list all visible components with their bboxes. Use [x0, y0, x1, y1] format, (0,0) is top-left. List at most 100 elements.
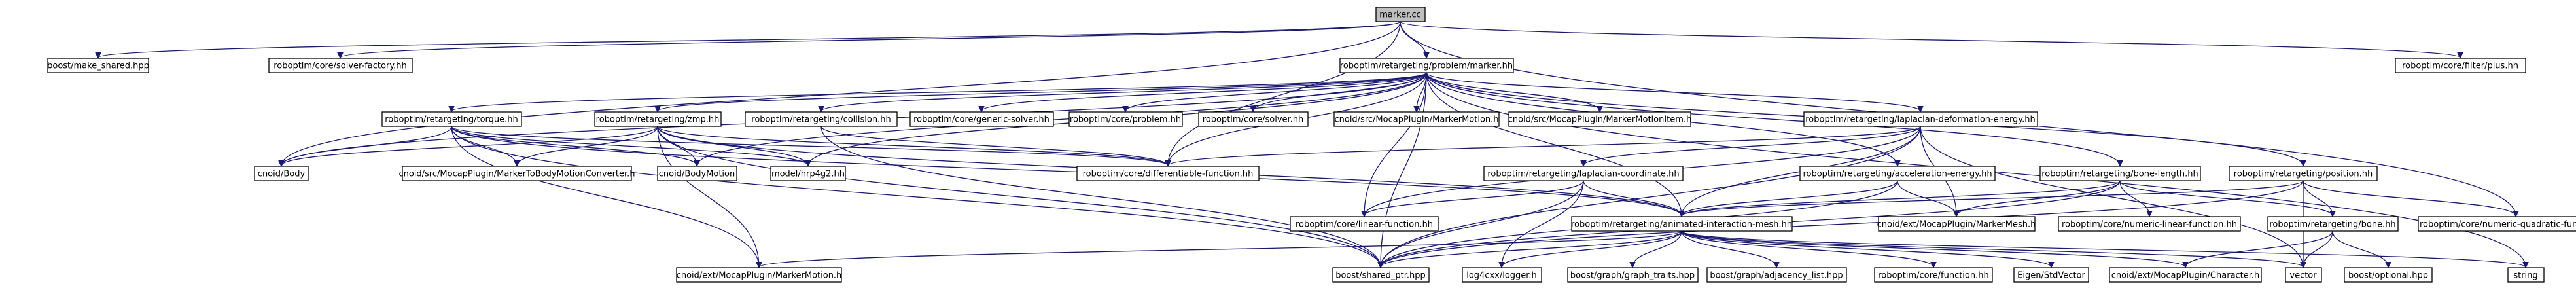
graph-node-markermesh[interactable]: cnoid/ext/MocapPlugin/MarkerMesh.h — [1877, 216, 2036, 232]
graph-node-core-solver[interactable]: roboptim/core/solver.hh — [1198, 111, 1309, 127]
graph-node-box[interactable] — [909, 111, 1054, 127]
graph-node-converter[interactable]: cnoid/src/MocapPlugin/MarkerToBodyMotion… — [398, 166, 635, 181]
include-edge — [1426, 72, 1600, 111]
graph-node-hrp4g2[interactable]: model/hrp4g2.hh — [770, 166, 846, 181]
graph-node-character[interactable]: cnoid/ext/MocapPlugin/Character.h — [2109, 267, 2262, 283]
graph-node-box[interactable] — [1508, 111, 1691, 127]
graph-node-box[interactable] — [1076, 166, 1260, 181]
graph-node-core-function[interactable]: roboptim/core/function.hh — [1874, 267, 1993, 283]
include-edge — [1364, 180, 1584, 216]
graph-node-box[interactable] — [1068, 111, 1183, 127]
graph-node-bodymotion[interactable]: cnoid/BodyMotion — [657, 166, 737, 181]
graph-node-box[interactable] — [1799, 166, 1996, 181]
include-edge — [451, 126, 697, 166]
graph-node-numeric-quadratic[interactable]: roboptim/core/numeric-quadratic-function… — [2418, 216, 2576, 232]
graph-node-linear[interactable]: roboptim/core/linear-function.hh — [1290, 216, 1439, 232]
graph-node-shared-ptr[interactable]: boost/shared_ptr.hpp — [1332, 267, 1430, 283]
graph-node-solver-factory[interactable]: roboptim/core/solver-factory.hh — [268, 58, 413, 73]
graph-node-label: roboptim/core/numeric-linear-function.hh — [2062, 220, 2237, 230]
graph-node-box[interactable] — [1333, 111, 1500, 127]
graph-node-body[interactable]: cnoid/Body — [254, 166, 309, 181]
graph-node-src-markermotionitem[interactable]: cnoid/src/MocapPlugin/MarkerMotionItem.h — [1508, 111, 1692, 127]
graph-node-laplacian-coord[interactable]: roboptim/retargeting/laplacian-coordinat… — [1483, 166, 1684, 181]
graph-node-box[interactable] — [1332, 267, 1430, 283]
graph-node-box[interactable] — [1339, 58, 1514, 73]
graph-node-src-markermotion[interactable]: cnoid/src/MocapPlugin/MarkerMotion.h — [1333, 111, 1500, 127]
graph-node-position[interactable]: roboptim/retargeting/position.hh — [2229, 166, 2378, 181]
graph-node-make-shared[interactable]: boost/make_shared.hpp — [47, 58, 149, 73]
graph-node-box[interactable] — [47, 58, 149, 73]
graph-node-box[interactable] — [2039, 166, 2201, 181]
graph-node-adjacency[interactable]: boost/graph/adjacency_list.hpp — [1706, 267, 1847, 283]
graph-node-box[interactable] — [657, 166, 737, 181]
graph-node-box[interactable] — [268, 58, 413, 73]
graph-node-box[interactable] — [2267, 216, 2399, 232]
graph-node-label: marker.cc — [1379, 10, 1421, 20]
graph-node-box[interactable] — [402, 166, 632, 181]
graph-node-label: roboptim/core/linear-function.hh — [1296, 220, 1433, 230]
graph-node-box[interactable] — [2013, 267, 2089, 283]
graph-node-differentiable[interactable]: roboptim/core/differentiable-function.hh — [1076, 166, 1260, 181]
graph-node-box[interactable] — [2344, 267, 2433, 283]
graph-node-zmp[interactable]: roboptim/retargeting/zmp.hh — [594, 111, 722, 127]
graph-node-laplacian-energy[interactable]: roboptim/retargeting/laplacian-deformati… — [1803, 111, 2038, 127]
graph-node-box[interactable] — [1874, 267, 1993, 283]
include-edge — [658, 72, 1427, 111]
graph-node-accel-energy[interactable]: roboptim/retargeting/acceleration-energy… — [1799, 166, 1996, 181]
graph-node-torque[interactable]: roboptim/retargeting/torque.hh — [381, 111, 522, 127]
graph-node-stdvector[interactable]: Eigen/StdVector — [2013, 267, 2089, 283]
graph-node-aim[interactable]: roboptim/retargeting/animated-interactio… — [1571, 216, 1793, 232]
graph-node-vector[interactable]: vector — [2285, 267, 2322, 283]
graph-node-label: cnoid/src/MocapPlugin/MarkerMotion.h — [1334, 115, 1498, 125]
graph-node-box[interactable] — [2395, 58, 2526, 73]
graph-node-label: cnoid/BodyMotion — [659, 170, 735, 179]
graph-node-bone[interactable]: roboptim/retargeting/bone.hh — [2267, 216, 2399, 232]
graph-node-box[interactable] — [381, 111, 522, 127]
graph-node-box[interactable] — [594, 111, 722, 127]
graph-node-graph-traits[interactable]: boost/graph/graph_traits.hpp — [1567, 267, 1699, 283]
graph-node-core-problem[interactable]: roboptim/core/problem.hh — [1068, 111, 1183, 127]
graph-node-problem-marker[interactable]: roboptim/retargeting/problem/marker.hh — [1339, 58, 1514, 73]
graph-node-box[interactable] — [2285, 267, 2322, 283]
graph-node-ext-markermotion[interactable]: cnoid/ext/MocapPlugin/MarkerMotion.h — [676, 267, 842, 283]
graph-node-box[interactable] — [2507, 267, 2545, 283]
include-edge — [2303, 180, 2333, 216]
graph-node-box[interactable] — [2058, 216, 2241, 232]
graph-node-box[interactable] — [676, 267, 842, 283]
graph-node-box[interactable] — [1375, 7, 1426, 22]
graph-node-label: roboptim/retargeting/collision.hh — [751, 115, 891, 125]
graph-node-box[interactable] — [1462, 267, 1542, 283]
graph-node-generic-solver[interactable]: roboptim/core/generic-solver.hh — [909, 111, 1054, 127]
graph-node-box[interactable] — [1290, 216, 1439, 232]
graph-node-box[interactable] — [2418, 216, 2576, 232]
include-edge — [517, 126, 658, 166]
graph-node-collision[interactable]: roboptim/retargeting/collision.hh — [745, 111, 898, 127]
graph-node-label: boost/optional.hpp — [2348, 271, 2428, 281]
graph-node-box[interactable] — [2109, 267, 2262, 283]
include-edge — [1426, 72, 2120, 166]
graph-node-filter-plus[interactable]: roboptim/core/filter/plus.hh — [2395, 58, 2526, 73]
include-edge — [1682, 180, 1898, 216]
graph-node-bone-length[interactable]: roboptim/retargeting/bone-length.hh — [2039, 166, 2201, 181]
graph-node-string[interactable]: string — [2507, 267, 2545, 283]
graph-node-marker-cc[interactable]: marker.cc — [1375, 7, 1426, 22]
graph-node-box[interactable] — [1878, 216, 2036, 232]
graph-node-box[interactable] — [254, 166, 309, 181]
graph-node-box[interactable] — [1483, 166, 1684, 181]
graph-node-box[interactable] — [2229, 166, 2378, 181]
graph-node-numeric-linear[interactable]: roboptim/core/numeric-linear-function.hh — [2058, 216, 2241, 232]
graph-node-label: roboptim/retargeting/problem/marker.hh — [1340, 62, 1513, 71]
graph-node-box[interactable] — [1567, 267, 1699, 283]
graph-node-optional[interactable]: boost/optional.hpp — [2344, 267, 2433, 283]
graph-node-box[interactable] — [745, 111, 898, 127]
graph-node-label: cnoid/ext/MocapPlugin/Character.h — [2111, 271, 2260, 281]
include-edge — [697, 72, 1427, 166]
include-edge — [1502, 230, 1682, 267]
graph-node-logger[interactable]: log4cxx/logger.h — [1462, 267, 1542, 283]
graph-node-box[interactable] — [1571, 216, 1793, 232]
graph-node-box[interactable] — [1706, 267, 1847, 283]
graph-node-box[interactable] — [1803, 111, 2038, 127]
graph-node-label: roboptim/core/generic-solver.hh — [913, 115, 1050, 125]
graph-node-box[interactable] — [770, 166, 846, 181]
graph-node-box[interactable] — [1198, 111, 1309, 127]
